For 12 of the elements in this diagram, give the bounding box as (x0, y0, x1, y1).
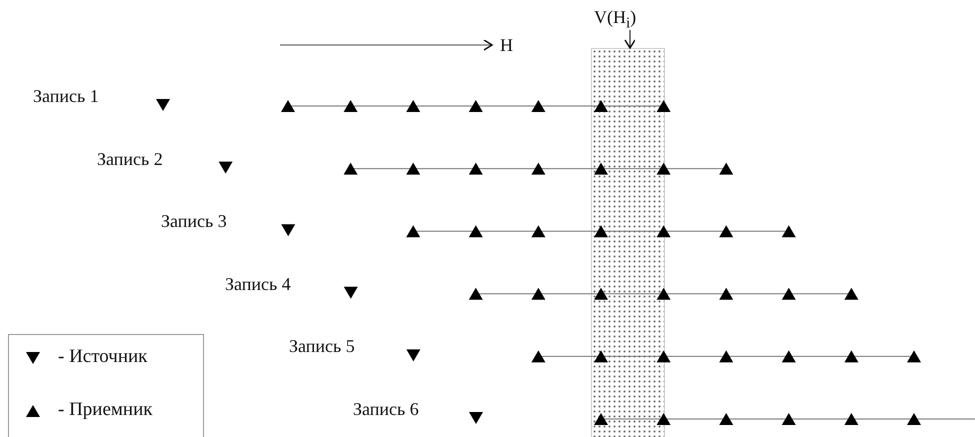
record-label: Запись 2 (97, 150, 163, 168)
record-label: Запись 3 (161, 212, 227, 230)
band-label: V(H$_{i}$) (594, 8, 636, 32)
leader-line (624, 30, 636, 49)
record-label: Запись 5 (289, 337, 355, 356)
legend-label: - Приемник (58, 400, 152, 419)
shaded-band (591, 48, 665, 437)
legend-label: - Источник (58, 347, 148, 366)
record-label: Запись 4 (225, 274, 291, 293)
record-label: Запись 6 (353, 400, 419, 418)
record-label: Запись 1 (33, 87, 99, 105)
axis-label: H (500, 36, 513, 54)
